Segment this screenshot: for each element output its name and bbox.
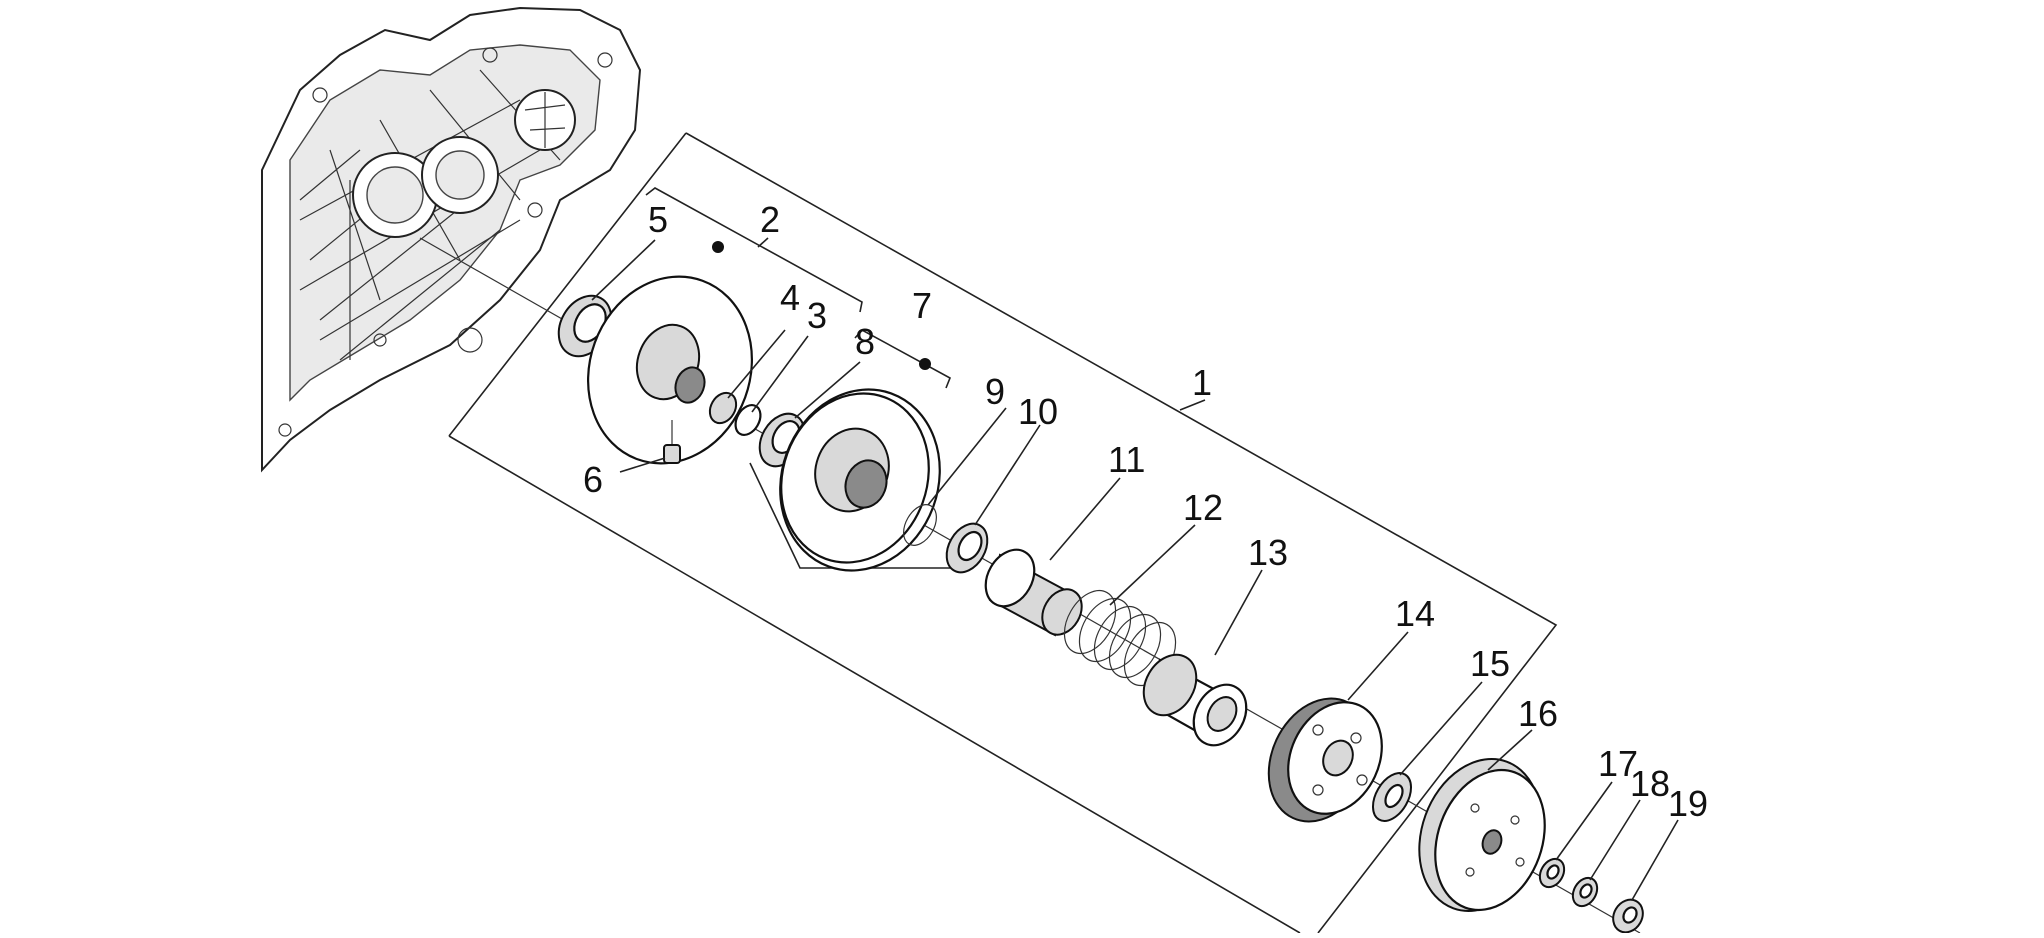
bracket-assembly-2 — [645, 187, 863, 313]
callout-12: 12 — [1183, 487, 1223, 528]
callout-19: 19 — [1668, 783, 1708, 824]
callout-14: 14 — [1395, 593, 1435, 634]
part-sleeve-11 — [984, 548, 1083, 637]
callout-5: 5 — [648, 199, 668, 240]
callout-13: 13 — [1248, 532, 1288, 573]
bracket-assembly-7 — [854, 328, 952, 389]
callout-16: 16 — [1518, 693, 1558, 734]
callout-6: 6 — [583, 459, 603, 500]
crankcase-housing — [261, 6, 642, 473]
callout-18: 18 — [1630, 763, 1670, 804]
part-oring-9 — [903, 504, 937, 546]
callout-10: 10 — [1018, 391, 1058, 432]
part-movable-pulley-7 — [779, 358, 941, 572]
part-nut-15 — [1372, 772, 1412, 822]
part-seal-10 — [945, 522, 989, 574]
part-clutch-14 — [1267, 697, 1383, 823]
part-collar-13 — [1142, 653, 1248, 747]
part-clutch-bell-16 — [1418, 758, 1546, 912]
part-nut-19 — [1612, 898, 1644, 934]
callout-labels: 1 2 3 4 5 6 7 8 9 10 11 12 13 14 15 16 1… — [583, 199, 1708, 824]
callout-8: 8 — [855, 321, 875, 362]
callout-1: 1 — [1192, 362, 1212, 403]
callout-17: 17 — [1598, 743, 1638, 784]
kit-boundary-outline — [448, 132, 1558, 934]
part-pin-6 — [663, 420, 681, 464]
callout-11: 11 — [1108, 439, 1145, 480]
callout-7: 7 — [912, 285, 932, 326]
callout-4: 4 — [780, 277, 800, 318]
callout-2: 2 — [760, 199, 780, 240]
part-washer-17 — [1538, 857, 1566, 889]
leader-lines — [591, 237, 1679, 901]
callout-15: 15 — [1470, 643, 1510, 684]
part-spring-12 — [1063, 589, 1177, 687]
callout-3: 3 — [807, 295, 827, 336]
part-washer-18 — [1571, 876, 1599, 908]
callout-9: 9 — [985, 371, 1005, 412]
bracket-sweep-lines — [749, 462, 970, 569]
